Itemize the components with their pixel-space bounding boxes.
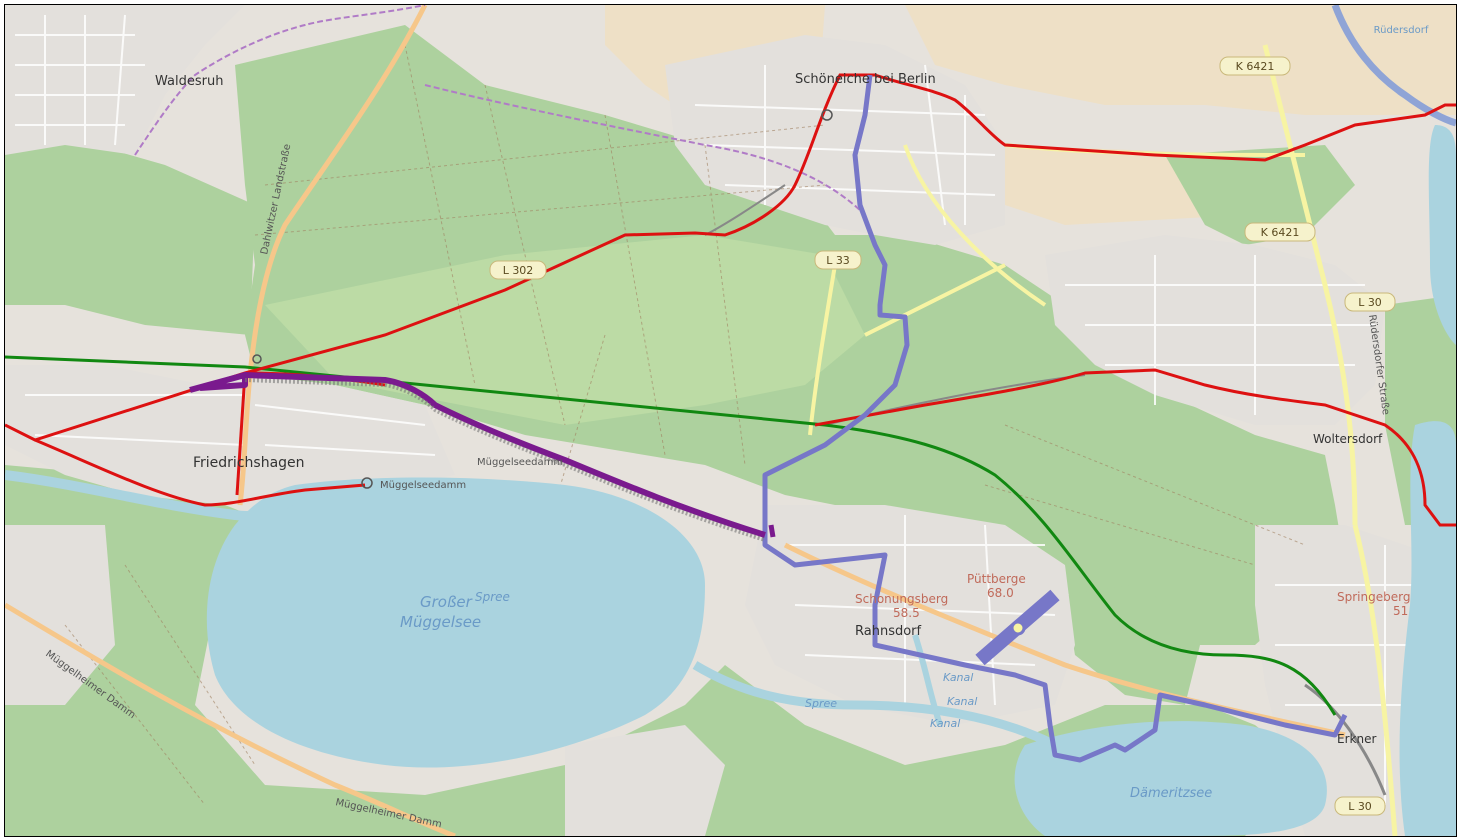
purple-route-end [768,524,776,538]
street-label-mueggelseedamm-1: Müggelseedamm [380,480,466,491]
railway [704,184,786,236]
water-label-kanal-2: Kanal [930,717,960,730]
shield-l302-label: L 302 [503,264,534,277]
shield-l30-mid-label: L 30 [1358,296,1382,309]
place-label-friedrichshagen: Friedrichshagen [193,455,305,471]
shield-k6421-top-label: K 6421 [1236,60,1275,73]
water-label-spree-lake: Spree [475,590,510,604]
daemeritzsee-lake [1014,721,1327,836]
peak-label-schonungsberg: Schonungsberg [855,592,948,606]
railway [1304,683,1387,796]
place-label-erkner: Erkner [1337,732,1376,746]
peak-elev-puettberge: 68.0 [987,586,1014,600]
spree-river [692,661,1058,750]
urban-area [1045,235,1385,425]
blue-route-node [1010,620,1026,636]
shield-l33-label: L 33 [826,254,850,267]
shield-k6421-mid-label: K 6421 [1261,226,1300,239]
road-shield-l30-bottom: L 30 [1334,796,1386,816]
district-boundary [134,5,426,156]
water-label-daemeritzsee: Dämeritzsee [1130,786,1212,801]
peak-label-springeberg: Springeberg [1337,590,1410,604]
urban-area [5,5,245,155]
water-label-mueggelsee-1: Großer [420,593,473,611]
road-shield-l302: L 302 [489,260,547,280]
peak-label-puettberge: Püttberge [967,572,1026,586]
water-label-kanal-1: Kanal [943,671,973,684]
shield-l30-bottom-label: L 30 [1348,800,1372,813]
road-shield-l30-mid: L 30 [1344,292,1396,312]
urban-area [565,725,725,836]
farmland-area [905,5,1456,115]
water-label-spree-river: Spree [805,697,837,710]
purple-route-shadow [244,378,766,542]
road-shield-l33: L 33 [814,250,862,270]
district-boundary [424,84,866,216]
peak-elev-schonungsberg: 58.5 [893,606,920,620]
station-icon [361,477,373,489]
road-shield-k6421-mid: K 6421 [1244,222,1316,242]
place-label-ruedersdorf: Rüdersdorf [1374,25,1429,36]
spree-canal [912,634,943,726]
place-label-rahnsdorf: Rahnsdorf [855,624,922,639]
mueggelsee-lake [206,477,705,768]
map-canvas[interactable]: K 6421 K 6421 L 30 L 30 L 33 L 302 Walde… [5,5,1456,836]
map-view[interactable]: K 6421 K 6421 L 30 L 30 L 33 L 302 Walde… [4,4,1457,837]
spree-river [5,470,308,521]
station-icon [252,354,262,364]
grass-area [265,235,865,425]
station-icon [821,109,833,121]
green-route-line [5,355,1337,716]
water-label-kanal-3: Kanal [947,695,977,708]
street-grid [15,14,1445,805]
kalksee-lake [1428,125,1456,345]
place-label-woltersdorf: Woltersdorf [1313,432,1383,446]
place-label-waldesruh: Waldesruh [155,74,223,89]
road-shield-k6421-top: K 6421 [1219,56,1291,76]
blue-route-line [762,74,1348,763]
forest-area [5,145,255,335]
urban-area [5,525,115,705]
peak-elev-springeberg: 51 [1393,604,1408,618]
roads [5,5,1456,836]
street-label-mueggelseedamm-2: Müggelseedamm [477,457,563,468]
water-label-mueggelsee-2: Müggelsee [400,613,481,631]
place-label-schoeneiche: Schöneiche bei Berlin [795,72,936,87]
